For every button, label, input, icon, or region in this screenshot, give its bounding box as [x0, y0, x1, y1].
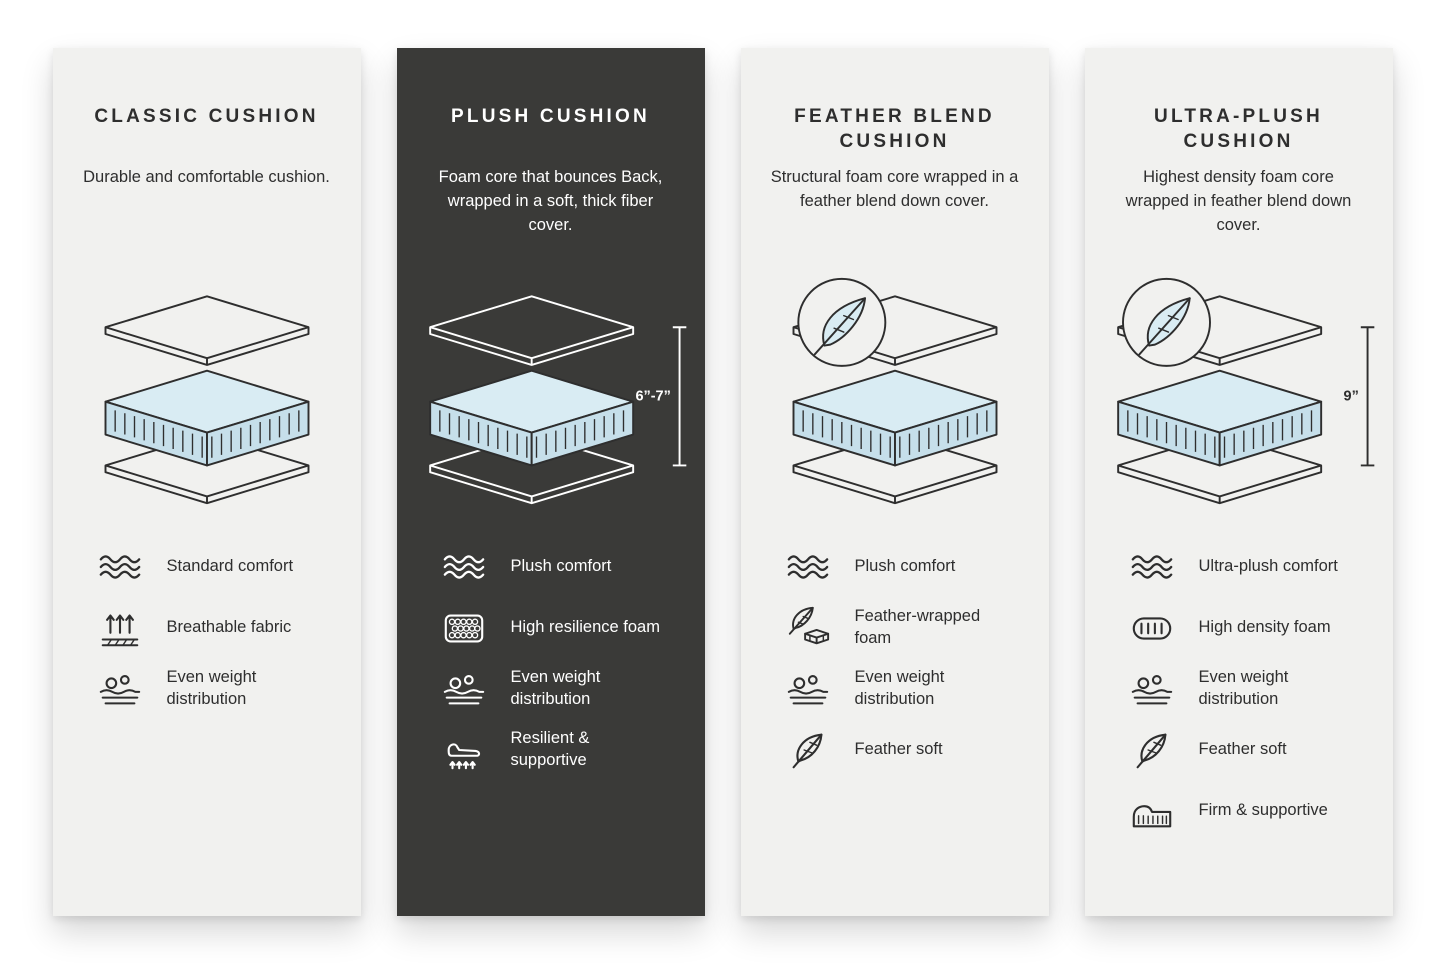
panel-title: ULTRA-PLUSH CUSHION: [1154, 106, 1323, 153]
high-density-foam-icon: [1132, 617, 1171, 640]
weight-distribution-icon: [99, 674, 140, 705]
panel-description: Durable and comfortable cushion.: [83, 168, 330, 186]
feature-item: Firm & supportive: [1129, 787, 1393, 835]
feature-label: High density foam: [1198, 618, 1331, 637]
resilient-supportive-icon: [447, 743, 480, 770]
cushion-stack-illustration: 9”: [1116, 277, 1374, 505]
cushion-stack-illustration: [104, 295, 309, 505]
height-indicator: 9”: [1343, 326, 1374, 467]
panel-feather-blend-cushion: FEATHER BLEND CUSHION Structural foam co…: [740, 48, 1049, 916]
panel-title: PLUSH CUSHION: [451, 106, 650, 127]
feature-label: Feather soft: [854, 740, 943, 759]
panel-description: Structural foam core wrapped in a feathe…: [770, 168, 1019, 210]
features-list: Plush comfort High resilience foam Even …: [397, 543, 705, 774]
height-label: 9”: [1343, 389, 1358, 405]
cushion-diagram: 6”-7”: [397, 276, 705, 513]
panel-title: FEATHER BLEND CUSHION: [794, 106, 995, 153]
feature-item: High density foam: [1129, 604, 1393, 652]
feature-label: Resilient & supportive: [510, 729, 590, 769]
panel-description: Highest density foam core wrapped in fea…: [1125, 168, 1352, 234]
feature-label: Even weight distribution: [510, 668, 601, 708]
cushion-diagram: [741, 276, 1049, 513]
feature-item: Even weight distribution: [97, 665, 361, 713]
panel-title: CLASSIC CUSHION: [94, 106, 319, 127]
cushion-stack-illustration: 6”-7”: [428, 295, 686, 505]
breathable-fabric-icon: [101, 614, 138, 647]
feature-item: Plush comfort: [441, 543, 705, 591]
honeycomb-foam-icon: [444, 614, 483, 643]
wave-icon: [1131, 555, 1172, 579]
feather-icon: [792, 733, 822, 769]
weight-distribution-icon: [787, 674, 828, 705]
feature-label: Standard comfort: [166, 557, 294, 576]
cushion-stack-illustration: [792, 277, 997, 505]
feature-item: Plush comfort: [785, 543, 1049, 591]
feature-item: Standard comfort: [97, 543, 361, 591]
feature-label: Ultra-plush comfort: [1198, 557, 1338, 576]
cushion-diagram: 9”: [1085, 276, 1393, 513]
feature-label: High resilience foam: [510, 618, 660, 637]
firm-supportive-icon: [1132, 804, 1171, 828]
feature-label: Plush comfort: [854, 557, 956, 576]
feature-item: Even weight distribution: [1129, 665, 1393, 713]
feather-icon: [1136, 733, 1166, 769]
feature-item: Even weight distribution: [441, 665, 705, 713]
feature-item: Feather soft: [785, 726, 1049, 774]
feature-item: Ultra-plush comfort: [1129, 543, 1393, 591]
wave-icon: [787, 555, 828, 579]
height-label: 6”-7”: [635, 389, 670, 405]
feature-item: Feather soft: [1129, 726, 1393, 774]
feature-label: Feather-wrapped foam: [854, 607, 981, 647]
panel-ultra-plush-cushion: ULTRA-PLUSH CUSHION Highest density foam…: [1084, 48, 1393, 916]
feather-badge-icon: [796, 277, 886, 367]
weight-distribution-icon: [443, 674, 484, 705]
feature-item: High resilience foam: [441, 604, 705, 652]
feature-label: Even weight distribution: [1198, 668, 1289, 708]
panel-description: Foam core that bounces Back, wrapped in …: [438, 168, 663, 234]
feature-item: Even weight distribution: [785, 665, 1049, 713]
features-list: Plush comfort Feather-wrapped foam Even …: [741, 543, 1049, 774]
wave-icon: [443, 555, 484, 579]
feature-label: Breathable fabric: [166, 618, 292, 637]
height-indicator: 6”-7”: [635, 326, 686, 467]
feature-label: Firm & supportive: [1198, 801, 1328, 820]
feature-label: Even weight distribution: [854, 668, 945, 708]
feature-item: Breathable fabric: [97, 604, 361, 652]
feather-badge-icon: [1121, 277, 1211, 367]
feature-label: Plush comfort: [510, 557, 612, 576]
features-list: Ultra-plush comfort High density foam Ev…: [1085, 543, 1393, 835]
features-list: Standard comfort Breathable fabric Even …: [53, 543, 361, 713]
feature-item: Feather-wrapped foam: [785, 604, 1049, 652]
panel-plush-cushion: PLUSH CUSHION Foam core that bounces Bac…: [396, 48, 705, 916]
panel-classic-cushion: CLASSIC CUSHION Durable and comfortable …: [52, 48, 361, 916]
feature-label: Even weight distribution: [166, 668, 257, 708]
feather-wrapped-foam-icon: [788, 606, 829, 645]
feature-item: Resilient & supportive: [441, 726, 705, 774]
feature-label: Feather soft: [1198, 740, 1287, 759]
cushion-diagram: [53, 276, 361, 513]
weight-distribution-icon: [1131, 674, 1172, 705]
wave-icon: [99, 555, 140, 579]
